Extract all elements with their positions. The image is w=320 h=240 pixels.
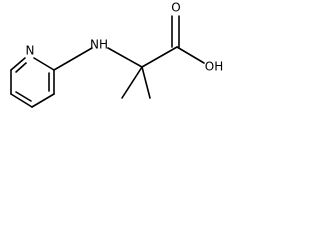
bond-nh-to-quaternary-carbon	[107, 47, 143, 68]
pyridine-nitrogen-label: N	[26, 44, 35, 58]
chemical-structure-diagram: N NH O OH	[10, 1, 223, 108]
bond-quaternary-to-carboxyl	[141, 46, 178, 68]
carbonyl-oxygen-label: O	[171, 1, 180, 15]
bond-carboxyl-to-oh	[176, 46, 205, 64]
ring-bond-c6-n	[10, 57, 26, 71]
ring-double-bond-c6-n	[15, 62, 27, 73]
hydroxyl-label: OH	[205, 60, 223, 74]
amine-nh-label: NH	[90, 38, 108, 52]
bond-ring-to-nh	[53, 47, 93, 71]
ring-double-bond-c4-c5	[15, 91, 32, 102]
pyridine-ring	[10, 57, 55, 108]
ring-bond-n-c2	[33, 57, 55, 71]
methyl-bond-right	[141, 66, 151, 99]
methyl-bond-left	[121, 66, 143, 99]
ring-bond-c3-c4	[31, 93, 55, 108]
ring-bond-c4-c5	[10, 93, 33, 108]
